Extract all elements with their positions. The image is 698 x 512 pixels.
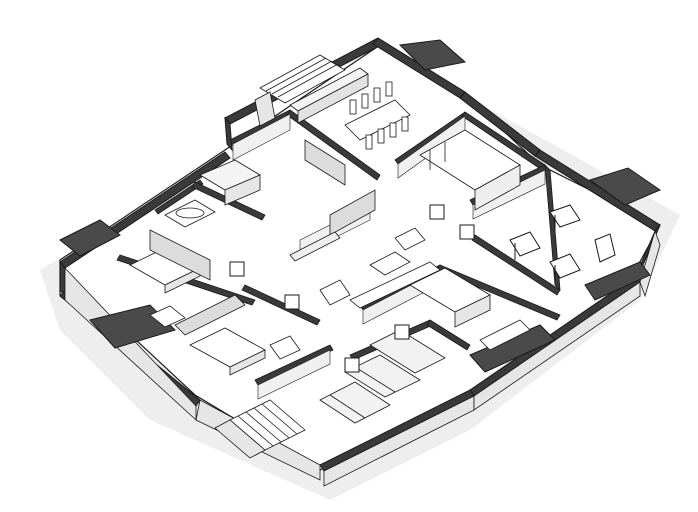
stair-south <box>214 399 306 459</box>
bathroom-west <box>164 159 261 228</box>
armchair <box>319 279 351 306</box>
balcony-west <box>59 219 121 257</box>
doors <box>229 204 475 373</box>
tv-bench <box>289 231 341 262</box>
kitchen-counter <box>289 67 369 124</box>
coffee-table <box>369 251 411 276</box>
balcony-northeast <box>588 167 662 206</box>
walk-in-closet <box>319 329 446 424</box>
kitchenette-east <box>409 267 531 351</box>
cabinets <box>304 139 376 236</box>
study-glass-partition <box>419 129 521 211</box>
balcony-east <box>584 261 651 301</box>
dining-table <box>344 81 411 150</box>
bedroom-west <box>129 229 211 328</box>
armchair <box>394 227 426 251</box>
balcony-north <box>398 39 467 71</box>
living-center <box>289 227 441 309</box>
lounge-chairs <box>509 204 616 282</box>
stair-north <box>254 54 346 127</box>
bedroom-south <box>174 294 301 376</box>
